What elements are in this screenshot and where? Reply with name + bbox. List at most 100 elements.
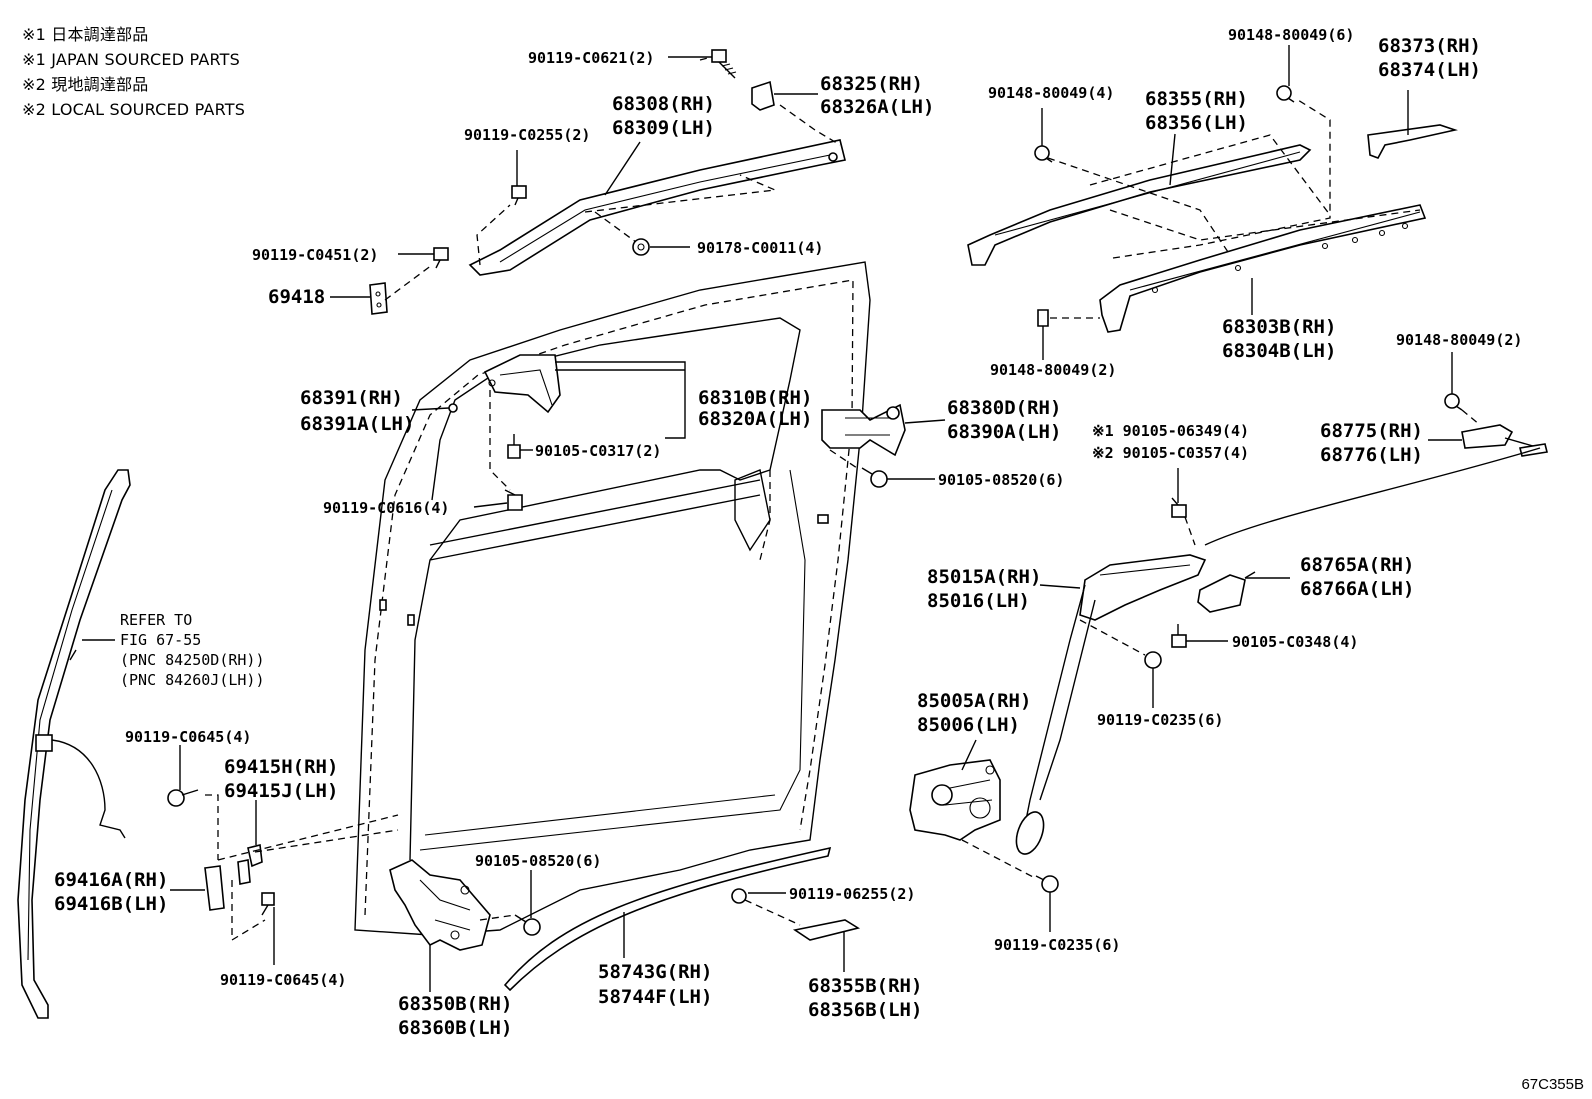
leader-lines <box>170 45 1462 992</box>
bolt-90105-08520-b <box>514 914 541 936</box>
callout-90148-80049-2a: 90148-80049(2) <box>990 361 1116 379</box>
callout-68776: 68776(LH) <box>1320 444 1423 466</box>
weatherstrip <box>17 469 131 1019</box>
callout-90105-08520-a: 90105-08520(6) <box>938 471 1064 489</box>
garnish-58743G <box>503 846 832 992</box>
bolt-90148-80049-b <box>1276 85 1295 103</box>
callout-68303B: 68303B(RH) <box>1222 316 1336 338</box>
legend-line: ※1 日本調達部品 <box>22 25 149 44</box>
callout-90105-C0317: 90105-C0317(2) <box>535 442 661 460</box>
bolt-90105-C0317 <box>507 434 521 459</box>
refer-line: (PNC 84260J(LH)) <box>120 671 265 689</box>
callout-68356: 68356(LH) <box>1145 112 1248 134</box>
callout-90105-06349: ※1 90105-06349(4) <box>1092 422 1249 440</box>
bracket-69415H <box>247 844 263 868</box>
cover-68373 <box>1367 124 1458 159</box>
bolt-90119-C0255 <box>511 185 527 206</box>
bolt-90105-08520-a <box>861 467 888 488</box>
callout-90105-C0357: ※2 90105-C0357(4) <box>1092 444 1249 462</box>
callout-68356B: 68356B(LH) <box>808 999 922 1021</box>
callout-90105-08520-b: 90105-08520(6) <box>475 852 601 870</box>
callout-68325: 68325(RH) <box>820 73 923 95</box>
callout-68355: 68355(RH) <box>1145 88 1248 110</box>
source-legend: ※1 日本調達部品 ※1 JAPAN SOURCED PARTS ※2 現地調達… <box>22 22 245 122</box>
nut-90178-C0011 <box>632 238 650 256</box>
callout-90148-80049-4: 90148-80049(4) <box>988 84 1114 102</box>
callout-90148-80049-6: 90148-80049(6) <box>1228 26 1354 44</box>
diagram-code: 67C355B <box>1521 1076 1584 1093</box>
bracket-68775 <box>1461 424 1514 449</box>
bolt-90119-C0621 <box>711 49 737 79</box>
refer-line: (PNC 84250D(RH)) <box>120 651 265 669</box>
callout-68310B: 68310B(RH) <box>698 387 812 409</box>
hinge-68380D <box>821 403 906 457</box>
callout-90119-C0645-b: 90119-C0645(4) <box>220 971 346 989</box>
bolt-90105-C0348 <box>1171 624 1187 648</box>
callout-68350B: 68350B(RH) <box>398 993 512 1015</box>
motor-68765A <box>1197 571 1256 613</box>
bolt-90119-C0451 <box>433 247 449 269</box>
callout-69418: 69418 <box>268 286 325 308</box>
callout-68308: 68308(RH) <box>612 93 715 115</box>
callout-90119-06255: 90119-06255(2) <box>789 885 915 903</box>
callout-68309: 68309(LH) <box>612 117 715 139</box>
bolt-90119-C0235-a <box>1144 651 1162 669</box>
callout-69416A: 69416A(RH) <box>54 869 168 891</box>
plate-68355B <box>792 919 861 941</box>
bolt-90119-C0645-a <box>167 789 199 807</box>
callout-90178-C0011: 90178-C0011(4) <box>697 239 823 257</box>
callout-68304B: 68304B(LH) <box>1222 340 1336 362</box>
legend-line: ※2 現地調達部品 <box>22 75 149 94</box>
rail-68355 <box>967 144 1312 266</box>
bolt-90119-C0616 <box>504 489 523 511</box>
bolt-90119-C0645-b <box>261 892 275 916</box>
bracket-68325 <box>751 80 775 111</box>
callout-69416B: 69416B(LH) <box>54 893 168 915</box>
callout-68391A: 68391A(LH) <box>300 413 414 435</box>
callout-68765A: 68765A(RH) <box>1300 554 1414 576</box>
bolt-90105-06349 <box>1171 497 1187 518</box>
callout-90119-C0616: 90119-C0616(4) <box>323 499 449 517</box>
hinge-68310B <box>483 354 561 414</box>
callout-90119-C0645-a: 90119-C0645(4) <box>125 728 251 746</box>
callout-58744F: 58744F(LH) <box>598 986 712 1008</box>
bracket-69416A <box>204 859 251 911</box>
callout-85005A: 85005A(RH) <box>917 690 1031 712</box>
callout-90119-C0451: 90119-C0451(2) <box>252 246 378 264</box>
control-85015A <box>1015 554 1207 855</box>
callout-68373: 68373(RH) <box>1378 35 1481 57</box>
bolt-90119-06255 <box>731 888 747 904</box>
bolt-90119-C0235-b <box>1035 875 1059 893</box>
clip-90148-80049-c <box>1037 309 1049 327</box>
callout-68374: 68374(LH) <box>1378 59 1481 81</box>
callout-90119-C0255: 90119-C0255(2) <box>464 126 590 144</box>
refer-line: FIG 67-55 <box>120 631 201 649</box>
callout-68355B: 68355B(RH) <box>808 975 922 997</box>
callout-68766A: 68766A(LH) <box>1300 578 1414 600</box>
callout-68775: 68775(RH) <box>1320 420 1423 442</box>
bolt-90148-80049-d <box>1444 393 1463 411</box>
legend-line: ※1 JAPAN SOURCED PARTS <box>22 50 241 69</box>
callout-68326A: 68326A(LH) <box>820 96 934 118</box>
callout-90148-80049-2b: 90148-80049(2) <box>1396 331 1522 349</box>
callout-58743G: 58743G(RH) <box>598 961 712 983</box>
legend-line: ※2 LOCAL SOURCED PARTS <box>22 100 246 119</box>
door-panel <box>354 261 871 936</box>
callout-69415J: 69415J(LH) <box>224 780 338 802</box>
callout-69415H: 69415H(RH) <box>224 756 338 778</box>
callout-90119-C0235-a: 90119-C0235(6) <box>1097 711 1223 729</box>
lock-68350B <box>389 859 491 951</box>
callout-90119-C0235-b: 90119-C0235(6) <box>994 936 1120 954</box>
rail-68303B <box>1099 204 1427 333</box>
refer-line: REFER TO <box>120 611 192 629</box>
bolt-90148-80049-a <box>1034 145 1053 163</box>
callout-68360B: 68360B(LH) <box>398 1017 512 1039</box>
callout-68320A: 68320A(LH) <box>698 408 812 430</box>
callout-85015A: 85015A(RH) <box>927 566 1041 588</box>
callout-68391: 68391(RH) <box>300 387 403 409</box>
upper-track-assembly <box>468 54 846 276</box>
callout-85016: 85016(LH) <box>927 590 1030 612</box>
closer-85005A <box>909 759 1001 841</box>
bracket-69418 <box>369 282 388 315</box>
